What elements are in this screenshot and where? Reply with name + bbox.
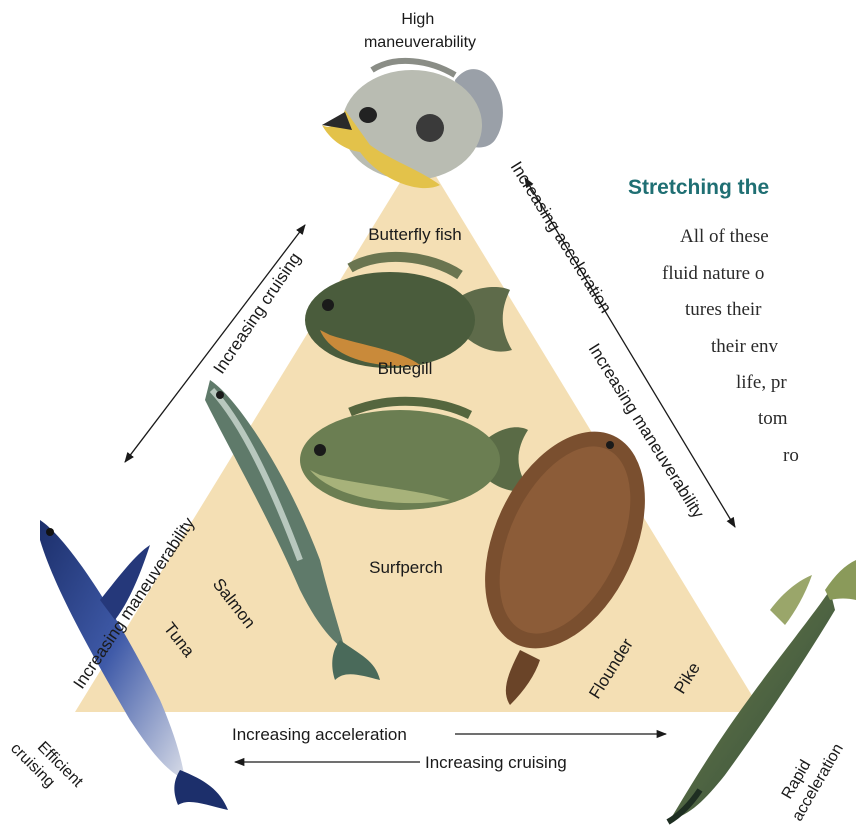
article-heading: Stretching the bbox=[628, 176, 769, 199]
butterfly-fish-illustration bbox=[322, 61, 503, 188]
right-corner-label: Rapid acceleration bbox=[772, 731, 847, 824]
article-line-2: fluid nature o bbox=[662, 263, 764, 284]
left-inner-edge-label: Increasing cruising bbox=[210, 249, 305, 377]
top-corner-label: High maneuverability bbox=[364, 11, 476, 51]
right-outer-edge-label: Increasing acceleration bbox=[507, 158, 616, 316]
article-line-5: life, pr bbox=[736, 372, 787, 393]
article-line-1: All of these bbox=[680, 226, 769, 247]
bottom-lower-edge-label: Increasing cruising bbox=[425, 753, 567, 772]
article-line-4: their env bbox=[711, 336, 779, 357]
article-line-6: tom bbox=[758, 408, 788, 429]
bluegill-label: Bluegill bbox=[378, 359, 433, 378]
article-line-3: tures their bbox=[685, 299, 762, 320]
left-corner-label: Efficient cruising bbox=[7, 726, 89, 808]
surfperch-label: Surfperch bbox=[369, 558, 443, 577]
article-line-7: ro bbox=[783, 445, 799, 466]
bottom-upper-edge-label: Increasing acceleration bbox=[232, 725, 407, 744]
butterfly-fish-label: Butterfly fish bbox=[368, 225, 462, 244]
